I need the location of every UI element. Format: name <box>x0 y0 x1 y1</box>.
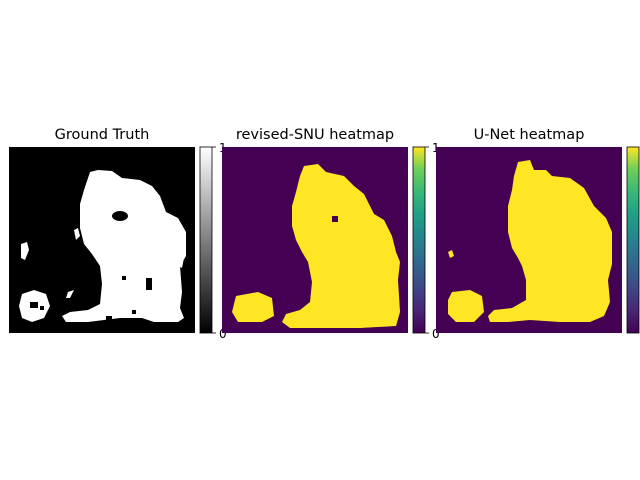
panel-ground-truth: Ground Truth <box>9 127 227 341</box>
panel-title: revised-SNU heatmap <box>236 127 394 143</box>
colorbar <box>412 146 426 334</box>
heatmap-image <box>436 147 622 333</box>
panel-title: Ground Truth <box>55 127 150 143</box>
heatmap-image <box>222 147 408 333</box>
colorbar-tick-min: 0 <box>432 327 440 341</box>
colorbar-tick-max: 1 <box>432 141 440 155</box>
panel-revised-snu: 1 0 revised-SNU heatmap <box>222 127 440 341</box>
colorbar <box>626 146 640 334</box>
heatmap-image <box>9 147 195 333</box>
panel-unet: U-Net heatmap <box>436 127 640 334</box>
colorbar <box>199 146 213 334</box>
colorbar-tick-min: 0 <box>219 327 227 341</box>
panel-title: U-Net heatmap <box>474 127 585 143</box>
